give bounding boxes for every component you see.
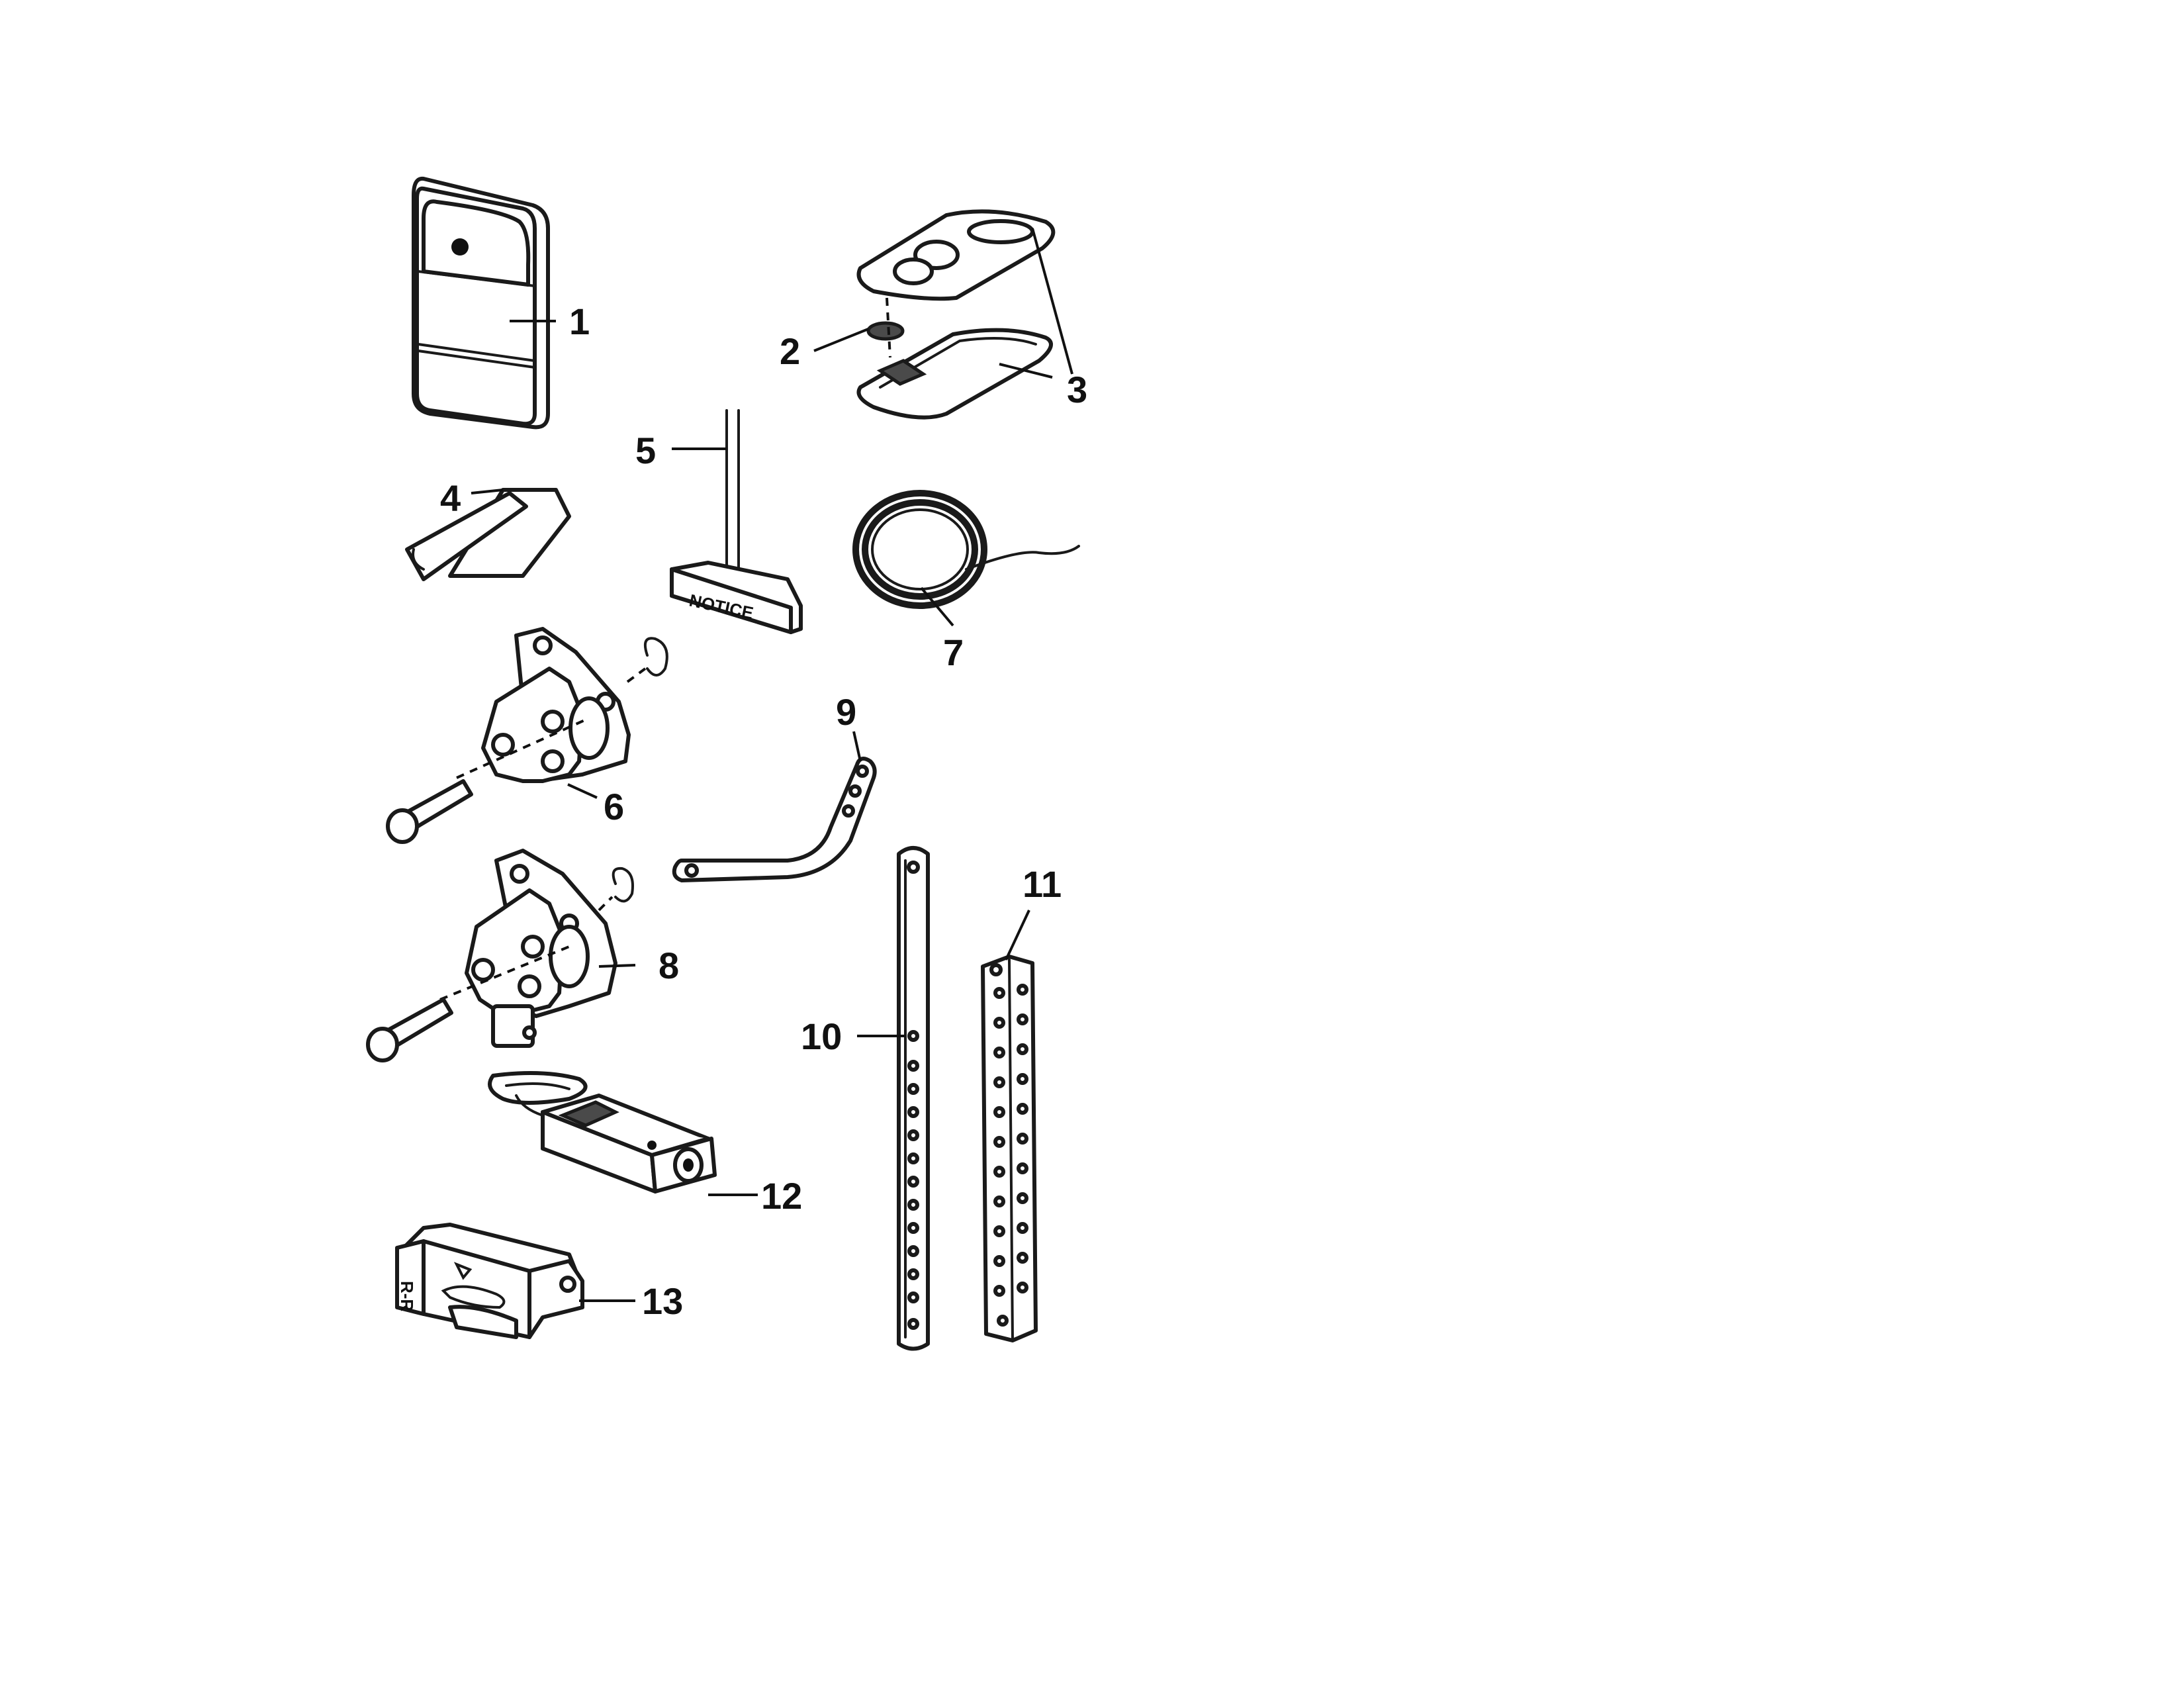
part-9-curved-arm	[672, 731, 877, 882]
callout-1: 1	[569, 301, 590, 342]
callout-10: 10	[801, 1015, 842, 1057]
callout-4: 4	[440, 477, 461, 519]
part-13-sensor-bracket: R-R	[395, 1223, 635, 1339]
part-10-straight-arm	[857, 846, 930, 1351]
part-12-safety-sensor	[488, 1071, 758, 1196]
callout-2: 2	[780, 330, 800, 372]
callout-6: 6	[604, 786, 624, 827]
part-4-visor-clip	[405, 488, 571, 581]
part-7-wire-coil	[852, 490, 1080, 627]
part-11-angle-iron	[981, 910, 1038, 1342]
callout-7: 7	[943, 632, 964, 673]
callout-11: 11	[1023, 863, 1062, 905]
part-8-door-bracket	[366, 849, 636, 1062]
part-1-remote-control	[412, 176, 556, 430]
callout-5: 5	[635, 430, 656, 471]
part-5-notice-sign: NOTICE	[670, 409, 803, 634]
callout-12: 12	[761, 1175, 802, 1217]
callout-3: 3	[1067, 369, 1087, 410]
callout-9: 9	[836, 691, 856, 733]
bracket-marking: R-R	[397, 1281, 417, 1311]
part-6-door-bracket	[386, 627, 668, 844]
callout-13: 13	[642, 1280, 683, 1322]
part-2-battery	[813, 297, 905, 358]
part-3-remote-housing	[856, 209, 1073, 420]
callout-8: 8	[659, 945, 679, 986]
